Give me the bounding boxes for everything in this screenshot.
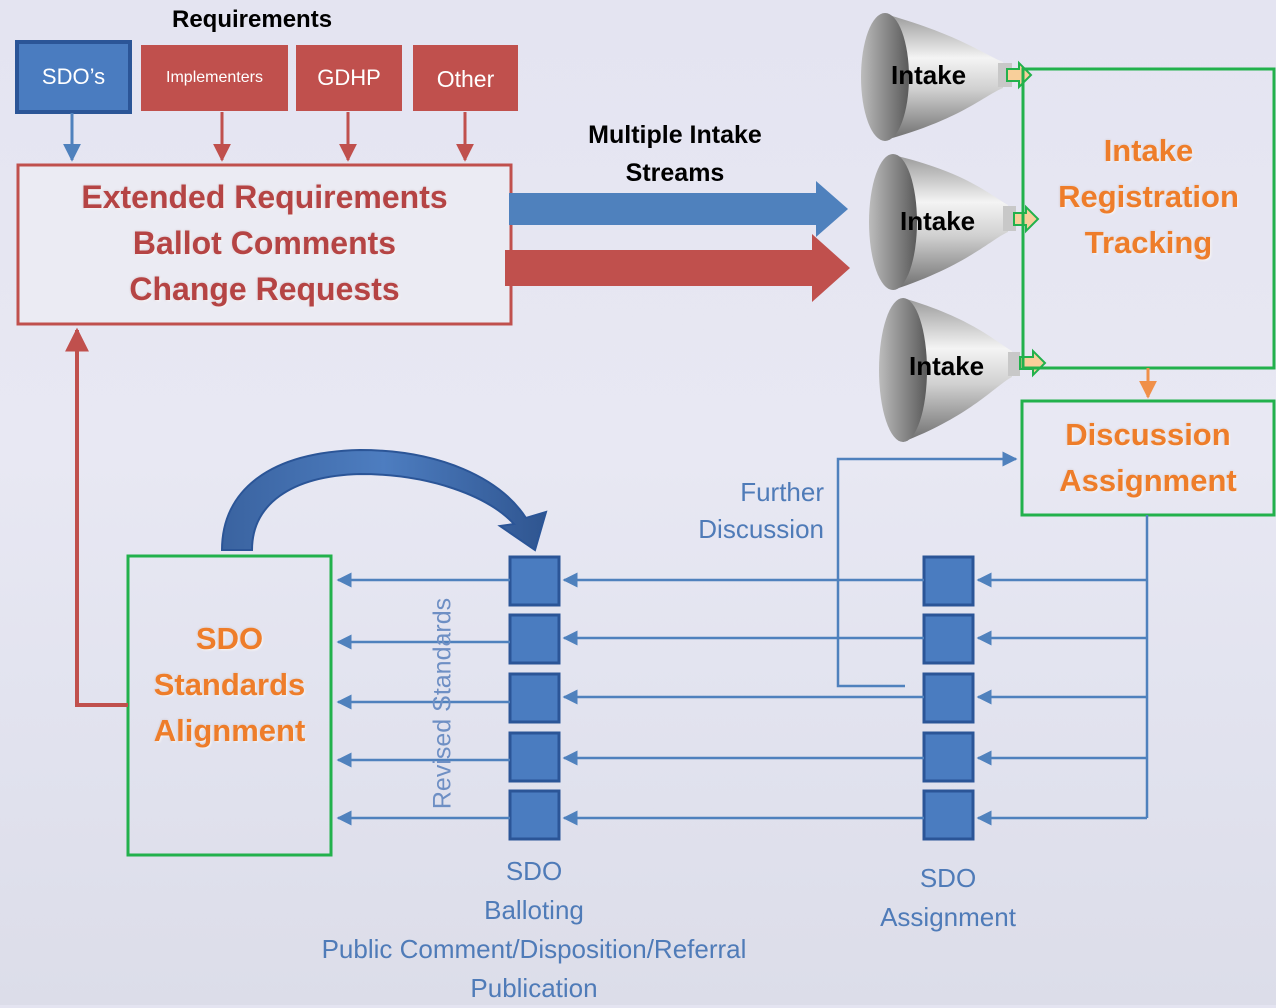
balloting-line: Publication xyxy=(470,973,598,1003)
intake-arrow-icon xyxy=(1013,204,1040,234)
alignment-feedback-loop xyxy=(65,327,128,707)
balloting-line: Public Comment/Disposition/Referral xyxy=(321,934,747,964)
requirements-box xyxy=(16,163,513,326)
balloting-squares xyxy=(508,555,561,841)
balloting-line: Balloting xyxy=(484,895,584,925)
assignment-label: SDO Assignment xyxy=(848,859,1048,937)
streams-label: Multiple Intake Streams xyxy=(540,116,810,192)
funnel-icon xyxy=(861,13,1012,141)
alignment-line: Alignment xyxy=(153,713,306,748)
funnel-label: Intake xyxy=(909,351,985,381)
discussion-line: Discussion xyxy=(1065,417,1231,452)
curved-arrow-icon xyxy=(220,448,548,552)
balloting-to-alignment-arrows xyxy=(336,572,510,826)
funnel-label: Intake xyxy=(891,60,967,90)
intake-line: Tracking xyxy=(1084,225,1213,260)
sdos-source-box xyxy=(15,40,132,114)
streams-label-line: Multiple Intake xyxy=(588,121,762,149)
revised-standards-label: Revised Standards xyxy=(428,597,457,810)
alignment-line: Standards xyxy=(153,667,306,702)
other-source-label: Other xyxy=(436,65,495,92)
funnel-label: Intake xyxy=(900,206,976,236)
implementers-source-box xyxy=(141,45,288,111)
further-discussion-label: Further Discussion xyxy=(660,474,824,548)
intake-line: Registration xyxy=(1058,179,1239,214)
further-discussion-loop xyxy=(836,451,1018,688)
feed-arrows xyxy=(976,572,1147,826)
balloting-line: SDO xyxy=(505,856,563,886)
requirements-line: Ballot Comments xyxy=(132,225,397,261)
further-discussion-line: Discussion xyxy=(698,514,824,544)
other-source-box xyxy=(413,45,518,111)
assignment-to-balloting-arrows xyxy=(562,572,924,826)
alignment-line: SDO xyxy=(195,621,264,656)
balloting-label: SDO Balloting Public Comment/Disposition… xyxy=(260,852,808,1008)
discussion-line: Assignment xyxy=(1059,463,1237,498)
funnel-icon xyxy=(869,154,1016,290)
further-discussion-line: Further xyxy=(740,477,824,507)
intake-box-text: Intake Registration Tracking xyxy=(1023,128,1274,266)
intake-line: Intake xyxy=(1103,133,1194,168)
sdos-source-label: SDO’s xyxy=(41,64,106,89)
assignment-line: Assignment xyxy=(880,902,1016,932)
requirements-line: Change Requests xyxy=(129,271,400,307)
gdhp-source-box xyxy=(296,45,402,111)
requirements-header: Requirements xyxy=(172,6,333,33)
assignment-line: SDO xyxy=(919,863,977,893)
requirements-line: Extended Requirements xyxy=(81,179,448,215)
assignment-squares xyxy=(922,555,975,841)
streams-label-line: Streams xyxy=(625,159,725,187)
requirements-box-text: Extended Requirements Ballot Comments Ch… xyxy=(18,174,511,312)
implementers-source-label: Implementers xyxy=(166,69,263,86)
gdhp-source-label: GDHP xyxy=(317,65,381,90)
red-stream-arrow xyxy=(505,234,850,302)
blue-stream-arrow xyxy=(509,181,848,237)
discussion-box-text: Discussion Assignment xyxy=(1022,412,1274,504)
funnel-icon xyxy=(879,298,1020,442)
alignment-box-text: SDO Standards Alignment xyxy=(128,616,331,754)
